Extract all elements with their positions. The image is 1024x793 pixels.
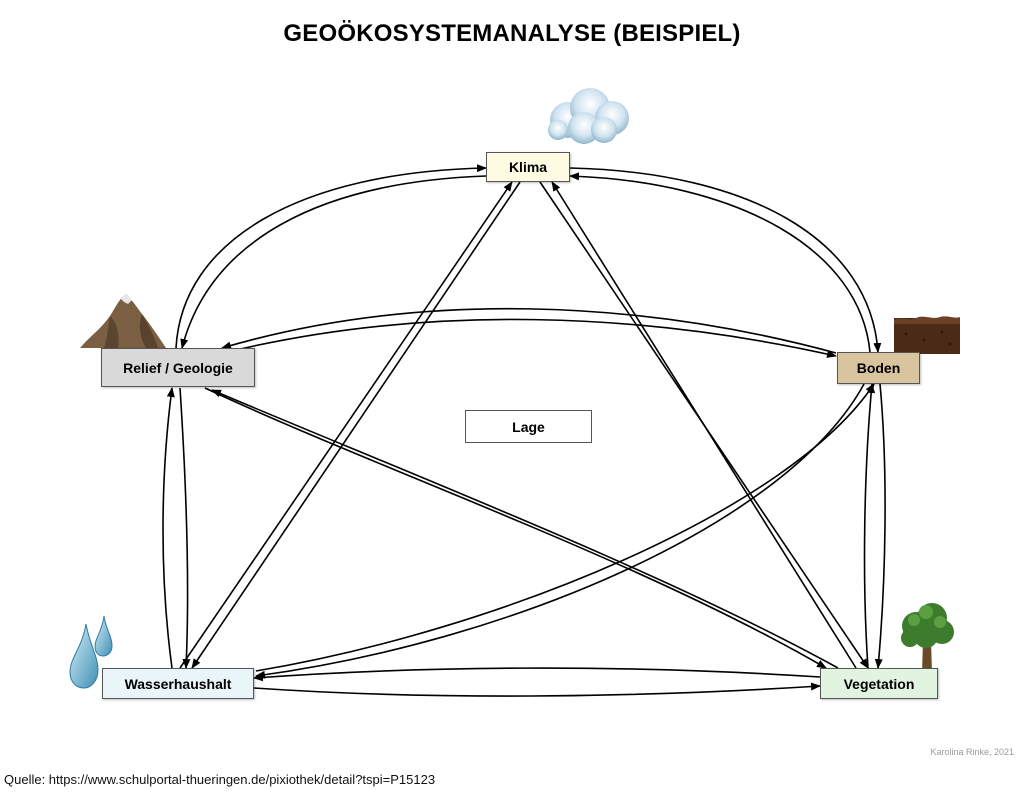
node-klima-label: Klima bbox=[508, 159, 548, 175]
arrow-relief-to-vegetation bbox=[204, 387, 827, 669]
arrow-relief-to-wasser bbox=[179, 387, 191, 669]
node-boden-label: Boden bbox=[856, 360, 901, 376]
node-relief-geologie-label: Relief / Geologie bbox=[123, 359, 233, 376]
arrow-boden-to-vegetation bbox=[874, 383, 886, 669]
node-boden: Boden bbox=[837, 352, 920, 384]
source-citation: Quelle: https://www.schulportal-thuering… bbox=[4, 772, 436, 787]
arrow-wasser-to-vegetation bbox=[253, 682, 821, 697]
node-wasserhaushalt-label: Wasserhaushalt bbox=[124, 675, 232, 692]
arrow-relief-to-klima bbox=[175, 164, 487, 349]
arrow-relief-to-boden bbox=[235, 318, 837, 358]
arrow-vegetation-to-relief bbox=[211, 389, 839, 669]
arrow-vegetation-to-klima bbox=[551, 181, 857, 669]
node-vegetation-label: Vegetation bbox=[843, 675, 915, 692]
node-klima: Klima bbox=[486, 152, 570, 182]
node-relief-geologie: Relief / Geologie bbox=[101, 348, 255, 387]
arrow-boden-to-wasser bbox=[255, 383, 865, 679]
mountain-icon bbox=[80, 294, 166, 348]
arrow-klima-to-boden bbox=[569, 167, 882, 353]
arrow-wasser-to-klima bbox=[179, 181, 513, 669]
arrow-boden-to-klima bbox=[569, 172, 871, 353]
node-lage-label: Lage bbox=[512, 418, 545, 435]
author-credit: Karolina Rinke, 2021 bbox=[930, 747, 1014, 757]
node-vegetation: Vegetation bbox=[820, 668, 938, 699]
arrow-vegetation-to-wasser bbox=[253, 667, 821, 682]
node-wasserhaushalt: Wasserhaushalt bbox=[102, 668, 254, 699]
cloud-icon bbox=[548, 88, 629, 144]
soil-icon bbox=[894, 316, 960, 354]
arrow-wasser-to-relief bbox=[162, 387, 175, 669]
tree-icon bbox=[901, 603, 954, 674]
water-drops-icon bbox=[69, 616, 113, 689]
diagram-title: GEOÖKOSYSTEMANALYSE (BEISPIEL) bbox=[283, 20, 741, 47]
arrow-boden-to-relief bbox=[221, 307, 837, 354]
arrow-klima-to-wasser bbox=[191, 181, 521, 669]
arrow-vegetation-to-boden bbox=[863, 383, 876, 669]
arrow-wasser-to-boden bbox=[255, 383, 875, 672]
node-lage: Lage bbox=[465, 410, 592, 443]
arrow-klima-to-relief bbox=[180, 175, 487, 349]
